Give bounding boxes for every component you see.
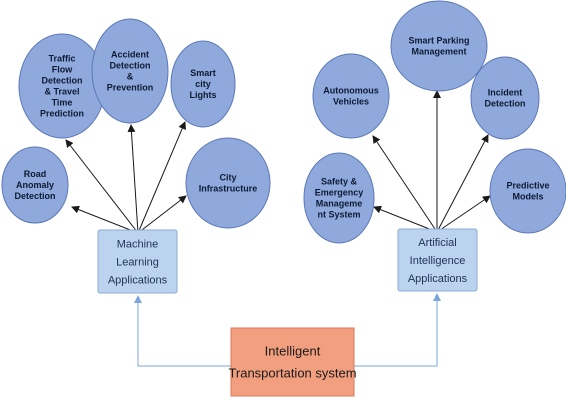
road-anomaly-label-line: Detection	[14, 191, 55, 201]
road-anomaly-node	[1, 146, 69, 224]
accident-label-line: Prevention	[107, 83, 154, 93]
traffic-flow-label-line: Detection	[41, 76, 82, 86]
artificial-intelligence-applications-label-line: Intelligence	[410, 255, 466, 267]
parking-label-line: Smart Parking	[408, 36, 469, 46]
traffic-flow-connector	[65, 139, 139, 234]
smart-lights-connector	[137, 121, 186, 234]
safety-node	[303, 152, 375, 244]
safety-label-line: Manageme	[316, 199, 363, 209]
city-infra-label-line: Infrastructure	[199, 184, 258, 194]
smart-lights-label-line: Smart	[190, 68, 216, 78]
predictive-node	[489, 148, 566, 234]
safety-connector	[373, 205, 438, 233]
accident-connector	[127, 124, 139, 234]
road-anomaly-label-line: Anomaly	[16, 180, 54, 190]
machine-learning-applications-label-line: Applications	[108, 274, 168, 286]
accident-label-line: Accident	[111, 50, 149, 60]
machine-learning-applications-label-line: Machine	[117, 238, 159, 250]
accident-label-line: &	[127, 72, 134, 82]
predictive-label-line: Models	[512, 192, 543, 202]
intelligent-transportation-system-box	[230, 327, 355, 397]
incident-connector	[436, 134, 489, 233]
smart-lights-label-line: Lights	[190, 90, 217, 100]
root-to-ai-connector	[354, 293, 441, 367]
safety-label-line: Emergency	[315, 188, 364, 198]
city-infra-connector	[137, 195, 187, 234]
accident-node	[91, 18, 169, 124]
intelligent-transportation-system-label-line: Intelligent	[265, 344, 321, 359]
traffic-flow-label-line: Flow	[52, 65, 73, 75]
autonomous-node	[312, 53, 390, 139]
artificial-intelligence-applications-box	[397, 228, 478, 292]
traffic-flow-label-line: Traffic	[48, 54, 75, 64]
parking-node	[390, 0, 488, 92]
road-anomaly-label-line: Road	[24, 169, 47, 179]
predictive-connector	[436, 195, 491, 233]
incident-node	[470, 56, 540, 140]
artificial-intelligence-applications-label-line: Applications	[408, 273, 468, 285]
connectors	[65, 90, 491, 367]
root-to-ml-connector	[134, 295, 231, 367]
traffic-flow-label-line: & Travel	[44, 87, 79, 97]
parking-label-line: Management	[411, 47, 466, 57]
incident-label-line: Incident	[488, 88, 523, 98]
city-infra-node	[185, 137, 271, 229]
artificial-intelligence-applications-label-line: Artificial	[418, 237, 457, 249]
machine-learning-applications-box	[97, 229, 178, 294]
traffic-flow-label-line: Prediction	[40, 109, 84, 119]
city-infra-label-line: City	[219, 173, 236, 183]
machine-learning-applications-label-line: Learning	[116, 256, 159, 268]
autonomous-label-line: Autonomous	[323, 86, 379, 96]
predictive-label-line: Predictive	[506, 181, 549, 191]
safety-label-line: Safety &	[321, 177, 358, 187]
accident-label-line: Detection	[109, 61, 150, 71]
autonomous-connector	[372, 135, 438, 233]
intelligent-transportation-system-label-line: Transportation system	[228, 366, 356, 381]
smart-lights-node	[170, 40, 236, 128]
smart-lights-label-line: city	[195, 79, 211, 89]
incident-label-line: Detection	[484, 99, 525, 109]
traffic-flow-label-line: Time	[52, 98, 73, 108]
autonomous-label-line: Vehicles	[333, 97, 369, 107]
road-anomaly-connector	[71, 205, 139, 234]
safety-label-line: nt System	[317, 210, 360, 220]
